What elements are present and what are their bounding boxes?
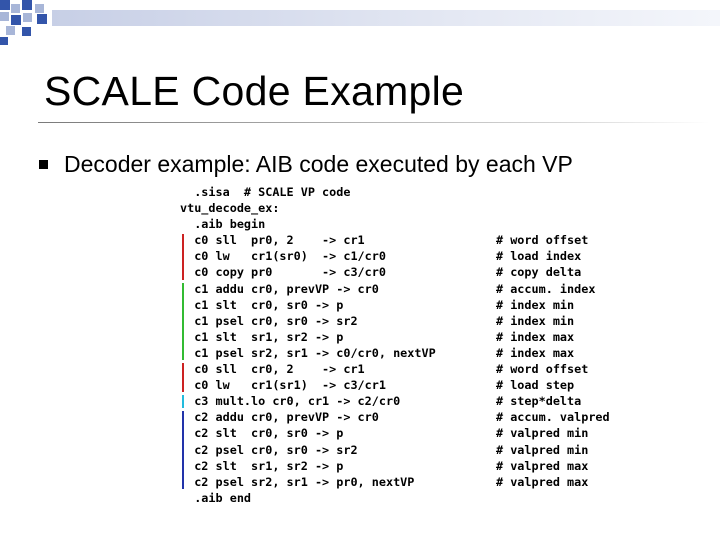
code-comment: # valpred min bbox=[496, 442, 589, 457]
code-comment: # word offset bbox=[496, 233, 589, 248]
code-statement: c0 lw cr1(sr0) -> c1/cr0 bbox=[180, 249, 386, 264]
slide-title: SCALE Code Example bbox=[44, 68, 465, 114]
code-statement: c1 addu cr0, prevVP -> cr0 bbox=[180, 281, 379, 296]
deco-square bbox=[22, 27, 31, 36]
code-statement: c2 psel cr0, sr0 -> sr2 bbox=[180, 442, 358, 457]
bullet-text: Decoder example: AIB code executed by ea… bbox=[64, 151, 573, 177]
code-statement: .aib begin bbox=[180, 217, 266, 232]
code-comment: # index min bbox=[496, 297, 575, 312]
cluster-bar-c0 bbox=[182, 234, 184, 280]
code-statement: vtu_decode_ex: bbox=[180, 201, 280, 216]
code-statement: c3 mult.lo cr0, cr1 -> c2/cr0 bbox=[180, 394, 401, 409]
code-statement: c0 copy pr0 -> c3/cr0 bbox=[180, 265, 386, 280]
bullet-square-icon bbox=[39, 160, 48, 169]
deco-square bbox=[11, 15, 21, 25]
code-comment: # index max bbox=[496, 329, 575, 344]
deco-square bbox=[37, 14, 47, 24]
cluster-bars bbox=[182, 0, 188, 540]
cluster-bar-c0 bbox=[182, 363, 184, 393]
cluster-bar-c1 bbox=[182, 282, 184, 361]
code-statement: c0 lw cr1(sr1) -> c3/cr1 bbox=[180, 378, 386, 393]
header-band bbox=[52, 10, 720, 26]
deco-square bbox=[0, 0, 10, 10]
code-comment: # index max bbox=[496, 345, 575, 360]
code-statement: c1 slt sr1, sr2 -> p bbox=[180, 329, 344, 344]
code-statement: c0 sll cr0, 2 -> cr1 bbox=[180, 362, 365, 377]
code-comment: # load step bbox=[496, 378, 575, 393]
deco-square bbox=[23, 13, 32, 22]
code-comment: # index min bbox=[496, 313, 575, 328]
deco-square bbox=[6, 26, 15, 35]
code-comment: # accum. index bbox=[496, 281, 596, 296]
title-divider bbox=[38, 122, 710, 123]
code-statement: c2 slt sr1, sr2 -> p bbox=[180, 458, 344, 473]
code-statement: .aib end bbox=[180, 490, 252, 505]
code-statement: .sisa # SCALE VP code bbox=[180, 185, 351, 199]
code-statement: c2 psel sr2, sr1 -> pr0, nextVP bbox=[180, 474, 415, 489]
deco-square bbox=[22, 0, 32, 10]
cluster-bar-c3 bbox=[182, 395, 184, 409]
code-comment: # valpred min bbox=[496, 426, 589, 441]
code-statement: c2 addu cr0, prevVP -> cr0 bbox=[180, 410, 379, 425]
deco-square bbox=[11, 4, 20, 13]
code-comment: # valpred max bbox=[496, 458, 589, 473]
code-statement: c2 slt cr0, sr0 -> p bbox=[180, 426, 344, 441]
deco-square bbox=[35, 4, 44, 13]
cluster-bar-c2 bbox=[182, 411, 184, 489]
code-comment: # valpred max bbox=[496, 474, 589, 489]
decorative-header bbox=[0, 0, 720, 45]
code-comment: # step*delta bbox=[496, 394, 582, 409]
code-statement: c1 slt cr0, sr0 -> p bbox=[180, 297, 344, 312]
code-statement: c1 psel sr2, sr1 -> c0/cr0, nextVP bbox=[180, 345, 436, 360]
code-statement: c1 psel cr0, sr0 -> sr2 bbox=[180, 313, 358, 328]
deco-square bbox=[0, 37, 8, 45]
deco-square bbox=[0, 12, 9, 21]
code-comment: # load index bbox=[496, 249, 582, 264]
code-comment: # accum. valpred bbox=[496, 410, 610, 425]
code-comment: # copy delta bbox=[496, 265, 582, 280]
code-statement: c0 sll pr0, 2 -> cr1 bbox=[180, 233, 365, 248]
code-comment: # word offset bbox=[496, 362, 589, 377]
